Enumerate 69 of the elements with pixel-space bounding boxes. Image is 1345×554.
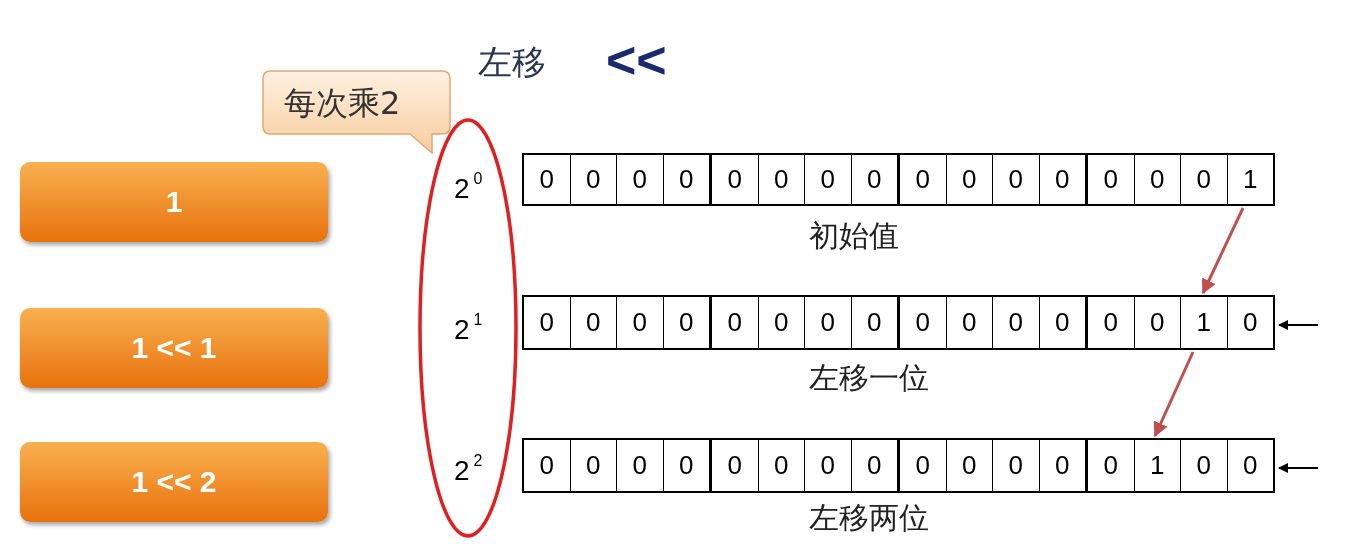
bit-cell-text: 0 xyxy=(538,306,555,339)
bit-cell: 0 xyxy=(992,155,1039,204)
bit-cell: 0 xyxy=(757,155,804,204)
bit-cell: 0 xyxy=(1180,440,1227,491)
bit-cell: 0 xyxy=(804,297,851,348)
bit-cell: 0 xyxy=(616,297,663,348)
arrow xyxy=(1278,320,1319,330)
bit-cell: 0 xyxy=(945,297,992,348)
register-bar xyxy=(522,153,1275,206)
bit-cell-text: 0 xyxy=(538,163,555,196)
bit-cell: 0 xyxy=(757,440,804,491)
bit-cell: 0 xyxy=(897,440,946,491)
arrow xyxy=(1153,351,1195,438)
register-bar xyxy=(522,295,1275,350)
bit-cell: 0 xyxy=(1226,440,1273,491)
power-of-two: 2$^{0}$ xyxy=(454,170,483,205)
title: 左移 xyxy=(478,41,546,84)
callout-text: 每次乘2 xyxy=(284,83,401,124)
bit-cell: 0 xyxy=(1085,155,1134,204)
bit-cell: 0 xyxy=(804,440,851,491)
bit-cell: 0 xyxy=(1226,297,1273,348)
ellipse-outline xyxy=(418,118,518,538)
bit-cell: 0 xyxy=(992,440,1039,491)
bit-cell-text: 0 xyxy=(538,449,555,482)
bit-cell: 0 xyxy=(1133,155,1180,204)
bit-cell: 0 xyxy=(992,297,1039,348)
bit-cell: 0 xyxy=(1180,155,1227,204)
expression-box: 1 << 1 xyxy=(20,308,328,388)
bit-cell: 0 xyxy=(945,155,992,204)
bit-cell: 0 xyxy=(569,297,616,348)
bit-cell: 1 xyxy=(1180,297,1227,348)
bit-cell: 0 xyxy=(662,155,709,204)
bit-cell: 0 xyxy=(1038,440,1085,491)
bit-cell: 0 xyxy=(662,297,709,348)
bit-cell: 0 xyxy=(897,297,946,348)
bit-cell: 0 xyxy=(1133,297,1180,348)
callout-bubble xyxy=(262,70,452,154)
expression-box: 1 << 2 xyxy=(20,442,328,522)
row-caption: 初始值 xyxy=(808,217,899,255)
bit-cell: 0 xyxy=(616,440,663,491)
bit-cell: 0 xyxy=(1038,297,1085,348)
bit-cell: 0 xyxy=(709,297,758,348)
bit-cell: 0 xyxy=(850,440,897,491)
bit-cell: 0 xyxy=(569,155,616,204)
bit-cell: 0 xyxy=(1085,297,1134,348)
bit-cell: 0 xyxy=(709,155,758,204)
bit-cell: 0 xyxy=(1085,440,1134,491)
bit-cell: 1 xyxy=(1133,440,1180,491)
bit-cell: 0 xyxy=(850,155,897,204)
shift-operator: << xyxy=(606,30,667,90)
power-of-two: 2$^{2}$ xyxy=(454,452,483,487)
bit-cell: 0 xyxy=(569,440,616,491)
row-caption: 左移一位 xyxy=(808,359,929,397)
bit-cell: 0 xyxy=(945,440,992,491)
bit-cell: 0 xyxy=(757,297,804,348)
bit-cell: 0 xyxy=(897,155,946,204)
arrow xyxy=(1201,207,1245,295)
bit-cell: 0 xyxy=(850,297,897,348)
bit-cell: 0 xyxy=(804,155,851,204)
expression-box: 1 xyxy=(20,162,328,242)
arrow xyxy=(1278,463,1319,473)
bit-cell: 1 xyxy=(1226,155,1273,204)
power-of-two: 2$^{1}$ xyxy=(454,311,483,346)
bit-cell: 0 xyxy=(662,440,709,491)
register-bar xyxy=(522,438,1275,493)
bit-cell: 0 xyxy=(616,155,663,204)
row-caption: 左移两位 xyxy=(808,499,929,537)
bit-cell: 0 xyxy=(1038,155,1085,204)
bit-cell: 0 xyxy=(709,440,758,491)
